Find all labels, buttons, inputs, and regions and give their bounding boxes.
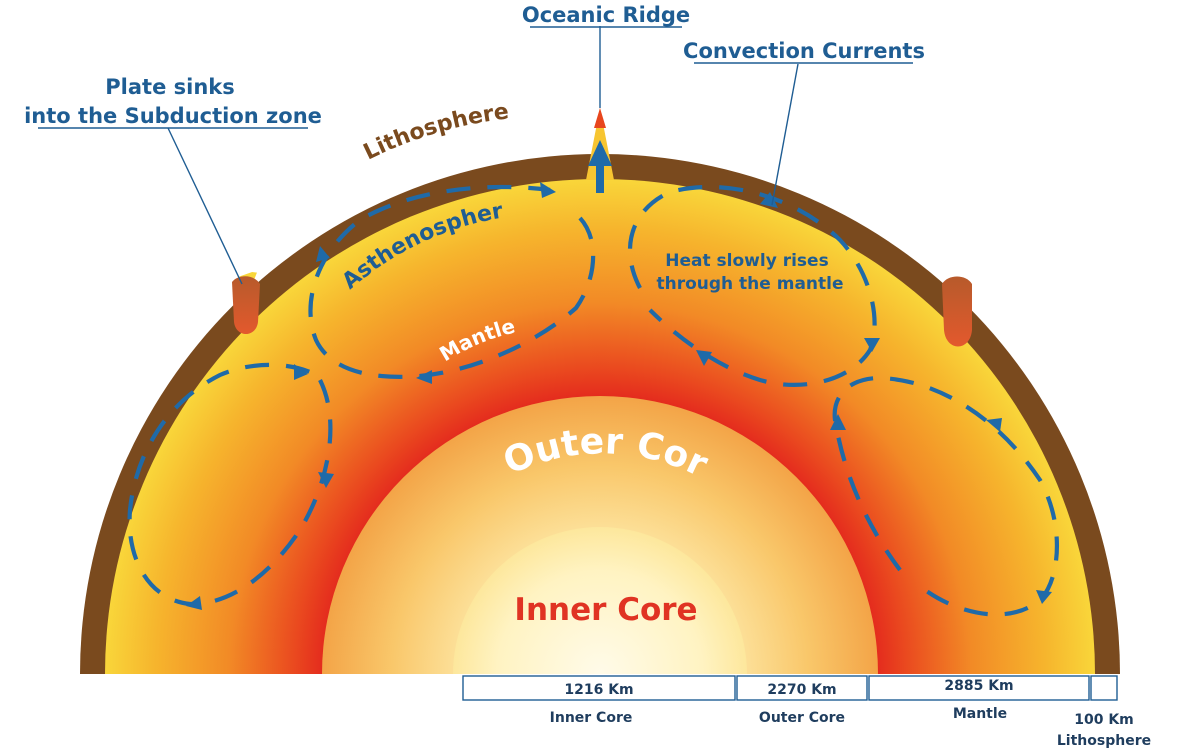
convection-head (830, 414, 846, 430)
plate-sinks-label-line1: Plate sinks (105, 75, 234, 99)
scale-label-mantle: Mantle (953, 706, 1007, 722)
scale-value-inner-core: 1216 Km (564, 682, 633, 698)
subduction-zones (232, 270, 972, 347)
convection-head (696, 350, 712, 366)
convection-arrows (127, 182, 1059, 617)
convection-head (1036, 590, 1052, 604)
subduction-plug-left (232, 276, 260, 334)
scale-value-mantle: 2885 Km (944, 678, 1013, 694)
leader-plate-sinks (167, 127, 243, 285)
subduction-plug-right (942, 276, 972, 347)
convection-head (186, 596, 202, 610)
convection-currents-label: Convection Currents (683, 39, 925, 63)
oceanic-ridge-label: Oceanic Ridge (522, 3, 690, 27)
convection-head (294, 364, 308, 380)
rising-arrow-shaft (596, 163, 604, 193)
scale-segment-lithosphere (1090, 675, 1118, 701)
plate-movement-arrows (252, 124, 948, 278)
scale-segment-outer-core (736, 675, 868, 701)
convection-head (316, 246, 330, 262)
oceanic-ridge (586, 108, 614, 193)
lithosphere-label: Lithosphere (360, 99, 510, 165)
convection-head (540, 182, 556, 198)
plate-arrowhead-left (252, 256, 268, 274)
callouts: Oceanic Ridge Convection Currents Plate … (24, 3, 925, 129)
ridge-tip (594, 108, 606, 128)
scale-label-outer-core: Outer Core (759, 710, 845, 726)
convection-head (416, 370, 432, 384)
plate-arrowhead-right (930, 258, 948, 278)
convection-head (986, 418, 1002, 432)
earth-layers (80, 154, 1120, 674)
heat-rises-label-line2: through the mantle (656, 274, 843, 294)
rising-arrow-head (588, 140, 612, 166)
plate-arrow-right (609, 124, 940, 270)
convection-loop-upper-left (308, 184, 596, 379)
scale-label-lithosphere: Lithosphere (1057, 733, 1151, 749)
scale-value-outer-core: 2270 Km (767, 682, 836, 698)
scale-segment-mantle (868, 675, 1090, 701)
convection-head (760, 192, 778, 208)
leader-convection-currents (771, 63, 799, 206)
leader-lines (167, 26, 799, 285)
inner-core-label: Inner Core (514, 592, 697, 628)
depth-scale: 1216 Km 2270 Km 2885 Km Inner Core Outer… (462, 675, 1151, 749)
inner-core-layer (453, 527, 747, 674)
scale-value-lithosphere: 100 Km (1074, 712, 1134, 728)
convection-head (864, 338, 880, 352)
convection-loop-upper-right (627, 184, 877, 387)
scale-label-inner-core: Inner Core (550, 710, 633, 726)
plate-sinks-label-line2: into the Subduction zone (24, 104, 322, 128)
heat-rises-label-line1: Heat slowly rises (665, 251, 828, 271)
convection-loop-lower-right (832, 375, 1059, 617)
plate-arrow-left (258, 124, 591, 274)
scale-segment-inner-core (462, 675, 736, 701)
convection-head (318, 472, 334, 488)
convection-loop-lower-left (127, 362, 333, 607)
